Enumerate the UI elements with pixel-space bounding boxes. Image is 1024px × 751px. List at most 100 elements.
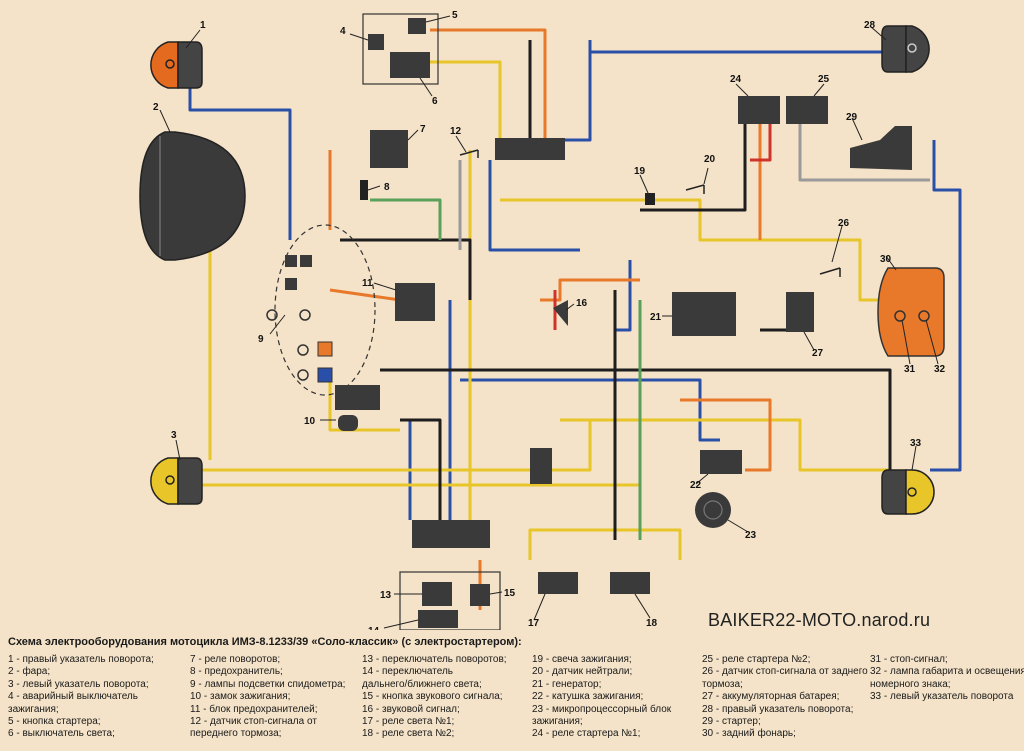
callout-31: 31: [904, 364, 916, 375]
horn: [553, 300, 568, 326]
callout-6: 6: [432, 96, 438, 107]
tail-light: [877, 267, 945, 357]
generator: [672, 292, 736, 336]
wire-blue: [460, 378, 720, 442]
legend-item: 21 - генератор;: [532, 678, 602, 690]
legend-item: 32 - лампа габарита и освещения: [870, 666, 1024, 678]
legend-item: 27 - аккумуляторная батарея;: [702, 691, 840, 703]
legend-item: 12 - датчик стоп-сигнала от: [190, 716, 317, 728]
front-right-indicator: [150, 41, 203, 89]
callout-16: 16: [576, 298, 588, 309]
handlebar-switch-box: [362, 13, 439, 85]
callout-19: 19: [634, 166, 646, 177]
legend-item: зажигания;: [8, 703, 59, 715]
callout-25: 25: [818, 74, 830, 85]
callout-23: 23: [745, 530, 757, 541]
legend-item: 15 - кнопка звукового сигнала;: [362, 691, 503, 703]
legend-item: 2 - фара;: [8, 666, 51, 678]
legend-item: 28 - правый указатель поворота;: [702, 703, 854, 715]
callout-10: 10: [304, 416, 316, 427]
callout-4: 4: [340, 26, 346, 37]
legend-item: 3 - левый указатель поворота;: [8, 678, 149, 690]
callout-1: 1: [200, 20, 206, 31]
wire-orange: [540, 278, 640, 302]
rear-brake-sensor: [819, 267, 841, 277]
legend-column-4: 19 - свеча зажигания; 20 - датчик нейтра…: [532, 654, 671, 741]
ignition-ecu: [695, 492, 731, 528]
speedometer-lamps: [274, 224, 376, 396]
callout-26: 26: [838, 218, 850, 229]
callout-5: 5: [452, 10, 458, 21]
legend-item: 29 - стартер;: [702, 716, 761, 728]
wire-orange: [680, 398, 772, 472]
wire-yellow: [200, 430, 642, 487]
legend-item: 16 - звуковой сигнал;: [362, 703, 460, 715]
callout-13: 13: [380, 590, 392, 601]
wire-black: [400, 418, 442, 520]
wire-blue: [560, 52, 592, 142]
connector-block-bottom: [412, 520, 490, 548]
callout-33: 33: [910, 438, 922, 449]
wire-blue: [588, 40, 885, 54]
callout-32: 32: [934, 364, 946, 375]
legend-column-2: 7 - реле поворотов; 8 - предохранитель; …: [190, 654, 345, 741]
callout-8: 8: [384, 182, 390, 193]
junction-block-22: [700, 450, 742, 474]
fuse: [360, 180, 368, 200]
wire-black: [340, 238, 472, 300]
wire-blue: [488, 160, 580, 252]
legend-item: 22 - катушка зажигания;: [532, 691, 644, 703]
legend-item: 4 - аварийный выключатель: [8, 691, 138, 703]
legend-item: 26 - датчик стоп-сигнала от заднего: [702, 666, 868, 678]
callout-26-starter-callout: 29: [846, 112, 858, 123]
legend-item: 19 - свеча зажигания;: [532, 654, 632, 665]
callout-9: 9: [258, 334, 264, 345]
rear-right-indicator: [881, 25, 930, 73]
legend-item: 1 - правый указатель поворота;: [8, 654, 154, 665]
wire-orange: [430, 28, 547, 140]
callout-14: 14: [368, 626, 380, 630]
legend-item: тормоза;: [702, 678, 743, 690]
wire-black: [380, 368, 892, 470]
callout-18: 18: [646, 618, 658, 629]
light-relay-2: [610, 572, 650, 594]
legend-item: 7 - реле поворотов;: [190, 654, 281, 665]
callout-15: 15: [504, 588, 516, 599]
neutral-sensor: [685, 184, 705, 194]
front-left-indicator: [150, 457, 203, 505]
legend-column-6: 31 - стоп-сигнал; 32 - лампа габарита и …: [870, 654, 1024, 704]
callout-28: 28: [864, 20, 876, 31]
wire-blue: [188, 78, 292, 240]
headlight: [139, 131, 246, 261]
legend-item: переднего тормоза;: [190, 728, 282, 740]
callout-27: 27: [812, 348, 824, 359]
front-brake-sensor: [459, 149, 479, 158]
turn-relay: [370, 130, 408, 168]
callout-2: 2: [153, 102, 159, 113]
legend-item: номерного знака;: [870, 678, 951, 690]
wire-orange: [329, 288, 401, 302]
connector-block-top: [495, 138, 565, 160]
legend-item: 6 - выключатель света;: [8, 728, 115, 740]
legend-item: 17 - реле света №1;: [362, 716, 455, 728]
light-relay-1: [538, 572, 578, 594]
wire-green: [370, 198, 442, 240]
legend-item: 20 - датчик нейтрали;: [532, 666, 633, 678]
battery: [786, 292, 814, 332]
legend-item: 13 - переключатель поворотов;: [362, 654, 507, 665]
left-switch-box: [399, 571, 501, 630]
callout-11: 11: [362, 278, 373, 289]
wire-yellow: [200, 420, 592, 472]
connector-block-middle: [530, 448, 552, 484]
callout-12: 12: [450, 126, 462, 137]
spark-plug: [645, 193, 655, 205]
legend-column-1: 1 - правый указатель поворота; 2 - фара;…: [8, 654, 154, 741]
callout-17: 17: [528, 618, 540, 629]
legend-item: 8 - предохранитель;: [190, 666, 283, 678]
legend-item: 10 - замок зажигания;: [190, 691, 291, 703]
legend-item: 31 - стоп-сигнал;: [870, 654, 948, 665]
legend-item: 14 - переключатель: [362, 666, 454, 678]
callout-3: 3: [171, 430, 177, 441]
wire-yellow: [528, 528, 682, 560]
